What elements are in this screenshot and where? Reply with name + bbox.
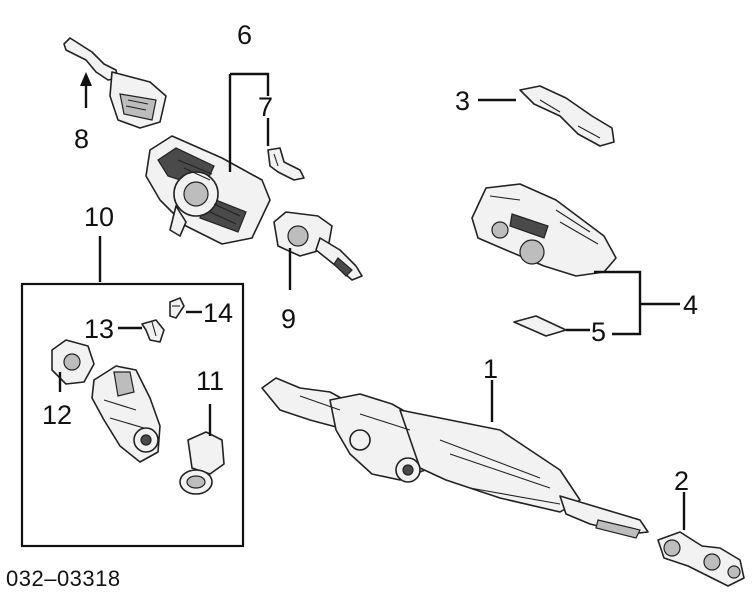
callout-1: 1: [483, 354, 498, 384]
part-13-harness: [141, 319, 165, 343]
callout-10: 10: [84, 202, 114, 232]
ignition-lock-assembly: [91, 365, 161, 463]
part-8-switch-lever: [63, 37, 167, 129]
part-5-label-plate: [513, 315, 567, 337]
part-2-universal-joint: [657, 531, 745, 587]
part-14-bolt: [169, 297, 185, 319]
callout-7: 7: [258, 92, 273, 122]
callout-8: 8: [74, 124, 89, 154]
part-1-steering-column: [261, 377, 649, 539]
part-12-cylinder-housing: [51, 339, 95, 385]
callout-2: 2: [674, 466, 689, 496]
callout-9: 9: [281, 304, 296, 334]
part-5-lower-column-cover: [471, 183, 617, 277]
callout-6: 6: [237, 20, 252, 50]
part-9-lighting-switch: [273, 211, 363, 281]
parts-group-box: [20, 282, 245, 548]
part-11-ignition-switch: [179, 431, 225, 495]
callout-4: 4: [683, 290, 698, 320]
part-7-harness-clip: [267, 147, 305, 181]
callout-5: 5: [591, 317, 606, 347]
callout-3: 3: [455, 86, 470, 116]
callout-11: 11: [196, 366, 224, 396]
callout-14: 14: [203, 298, 233, 328]
part-3-upper-column-cover: [519, 85, 615, 147]
diagram-code: 032–03318: [6, 566, 121, 591]
callout-13: 13: [84, 314, 114, 344]
callout-12: 12: [42, 400, 72, 430]
part-6-combination-switch: [145, 135, 271, 245]
